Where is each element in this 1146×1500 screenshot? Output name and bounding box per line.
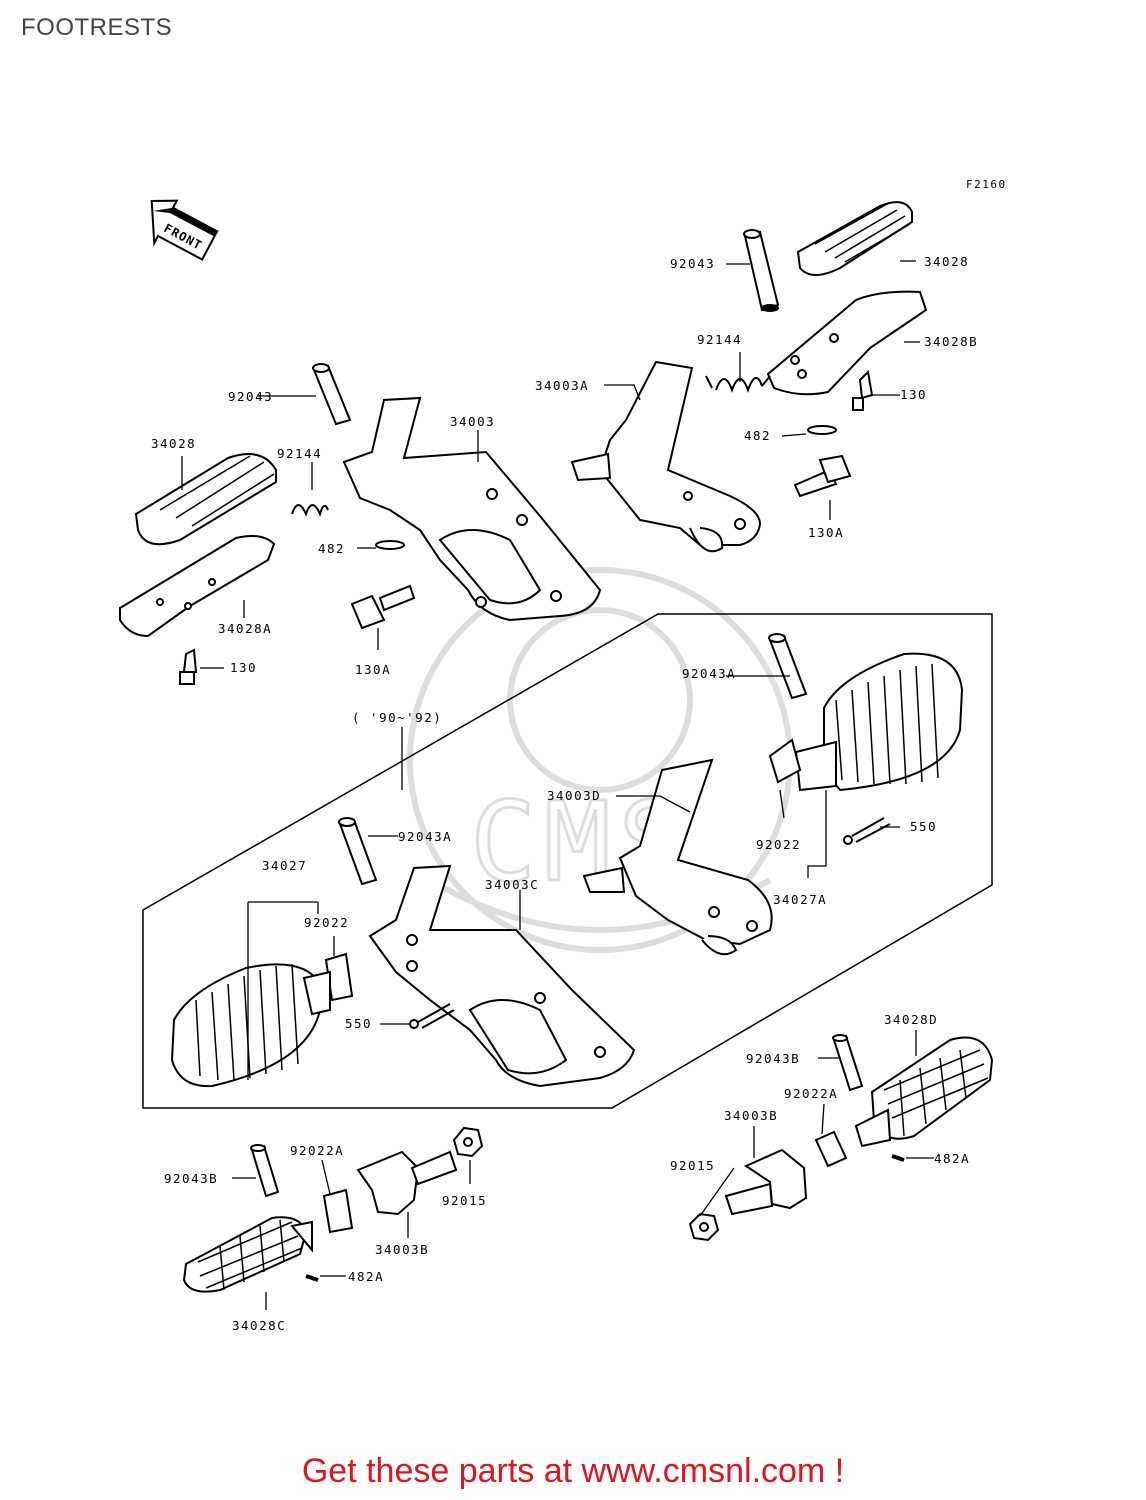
label-34028B: 34028B bbox=[924, 334, 978, 349]
label-34003D: 34003D bbox=[547, 788, 601, 803]
washer-482-left bbox=[375, 540, 405, 550]
bracket-34003D bbox=[582, 758, 773, 956]
bracket-34003C bbox=[368, 864, 636, 1088]
bolt-130-left bbox=[179, 648, 198, 685]
washer-482A-left bbox=[305, 1274, 319, 1282]
washer-92022A-left bbox=[322, 1188, 354, 1234]
label-92022-left: 92022 bbox=[304, 915, 349, 930]
washer-482A-right bbox=[891, 1154, 905, 1162]
nut-92015-left bbox=[452, 1126, 484, 1158]
bracket-34003B-left bbox=[356, 1150, 458, 1216]
bracket-34003A bbox=[570, 360, 762, 553]
cotter-pin-550-right bbox=[843, 817, 891, 845]
pin-92043B-right bbox=[832, 1034, 864, 1092]
pin-92043A-right bbox=[768, 633, 808, 700]
bolt-130A-left bbox=[350, 584, 416, 630]
label-130A-left: 130A bbox=[355, 662, 391, 677]
label-92043B-left: 92043B bbox=[164, 1171, 218, 1186]
label-34003A: 34003A bbox=[535, 378, 589, 393]
label-92022A-left: 92022A bbox=[290, 1143, 344, 1158]
pin-92043-left bbox=[312, 363, 352, 426]
label-92022-right: 92022 bbox=[756, 837, 801, 852]
washer-482-top bbox=[807, 425, 837, 435]
bolt-130-top bbox=[852, 369, 874, 411]
label-482A-right: 482A bbox=[934, 1151, 970, 1166]
footrest-bracket-34028A bbox=[119, 535, 276, 638]
bolt-130A-top bbox=[793, 454, 852, 498]
label-34028-left: 34028 bbox=[151, 436, 196, 451]
label-92043A-right: 92043A bbox=[682, 666, 736, 681]
nut-92015-right bbox=[688, 1212, 720, 1242]
page-title: FOOTRESTS bbox=[21, 14, 173, 41]
pin-92043B-left bbox=[250, 1144, 280, 1198]
label-34028A: 34028A bbox=[218, 621, 272, 636]
label-92015-right: 92015 bbox=[670, 1158, 715, 1173]
pin-92043A-mid bbox=[338, 817, 378, 886]
label-482A-left: 482A bbox=[348, 1269, 384, 1284]
label-34028D: 34028D bbox=[884, 1012, 938, 1027]
footrest-34028D bbox=[854, 1036, 994, 1148]
label-92144-top: 92144 bbox=[697, 332, 742, 347]
label-550-left: 550 bbox=[345, 1016, 372, 1031]
label-92043-left: 92043 bbox=[228, 389, 273, 404]
ref-code: F2160 bbox=[966, 178, 1007, 191]
spring-92144-top bbox=[705, 375, 771, 393]
label-92043-top: 92043 bbox=[670, 256, 715, 271]
label-year-range: ( '90~'92) bbox=[352, 710, 442, 725]
label-34003C: 34003C bbox=[485, 877, 539, 892]
label-92022A-right: 92022A bbox=[784, 1086, 838, 1101]
footrest-rubber-34027 bbox=[170, 963, 331, 1088]
label-34003: 34003 bbox=[450, 414, 495, 429]
footrest-rubber-34028-top bbox=[796, 201, 913, 276]
label-92043A-mid: 92043A bbox=[398, 829, 452, 844]
washer-92022A-right bbox=[814, 1130, 848, 1168]
label-550-right: 550 bbox=[910, 819, 937, 834]
bracket-34003 bbox=[342, 396, 602, 622]
label-34027A: 34027A bbox=[773, 892, 827, 907]
cotter-pin-550-left bbox=[409, 1003, 455, 1029]
label-482-left: 482 bbox=[318, 541, 345, 556]
year-variant-region bbox=[142, 613, 993, 1109]
label-92015-left: 92015 bbox=[442, 1193, 487, 1208]
bracket-34003B-right bbox=[724, 1148, 808, 1216]
label-34027: 34027 bbox=[262, 858, 307, 873]
label-92043B-right: 92043B bbox=[746, 1051, 800, 1066]
label-34028-top: 34028 bbox=[924, 254, 969, 269]
footrest-rubber-34027A bbox=[794, 652, 964, 792]
label-130A-top: 130A bbox=[808, 525, 844, 540]
label-34003B-right: 34003B bbox=[724, 1108, 778, 1123]
label-130-top: 130 bbox=[900, 387, 927, 402]
footrest-bracket-34028B bbox=[766, 290, 928, 396]
footrest-rubber-34028-left bbox=[134, 453, 277, 546]
spring-92144-left bbox=[291, 504, 329, 517]
label-92144-left: 92144 bbox=[277, 446, 322, 461]
label-34028C: 34028C bbox=[232, 1318, 286, 1333]
leader-lines bbox=[181, 260, 934, 1310]
footrest-34028C bbox=[182, 1216, 313, 1293]
cta-link[interactable]: Get these parts at www.cmsnl.com ! bbox=[301, 1452, 845, 1490]
label-34003B-left: 34003B bbox=[375, 1242, 429, 1257]
part-labels: F2160 92043 34028 92144 34028B 34003A 13… bbox=[151, 178, 1007, 1333]
label-482-top: 482 bbox=[744, 428, 771, 443]
pin-92043-top bbox=[743, 229, 780, 312]
washer-92022-right bbox=[768, 738, 802, 784]
label-130-left: 130 bbox=[230, 660, 257, 675]
front-arrow-icon: FRONT bbox=[150, 199, 219, 261]
